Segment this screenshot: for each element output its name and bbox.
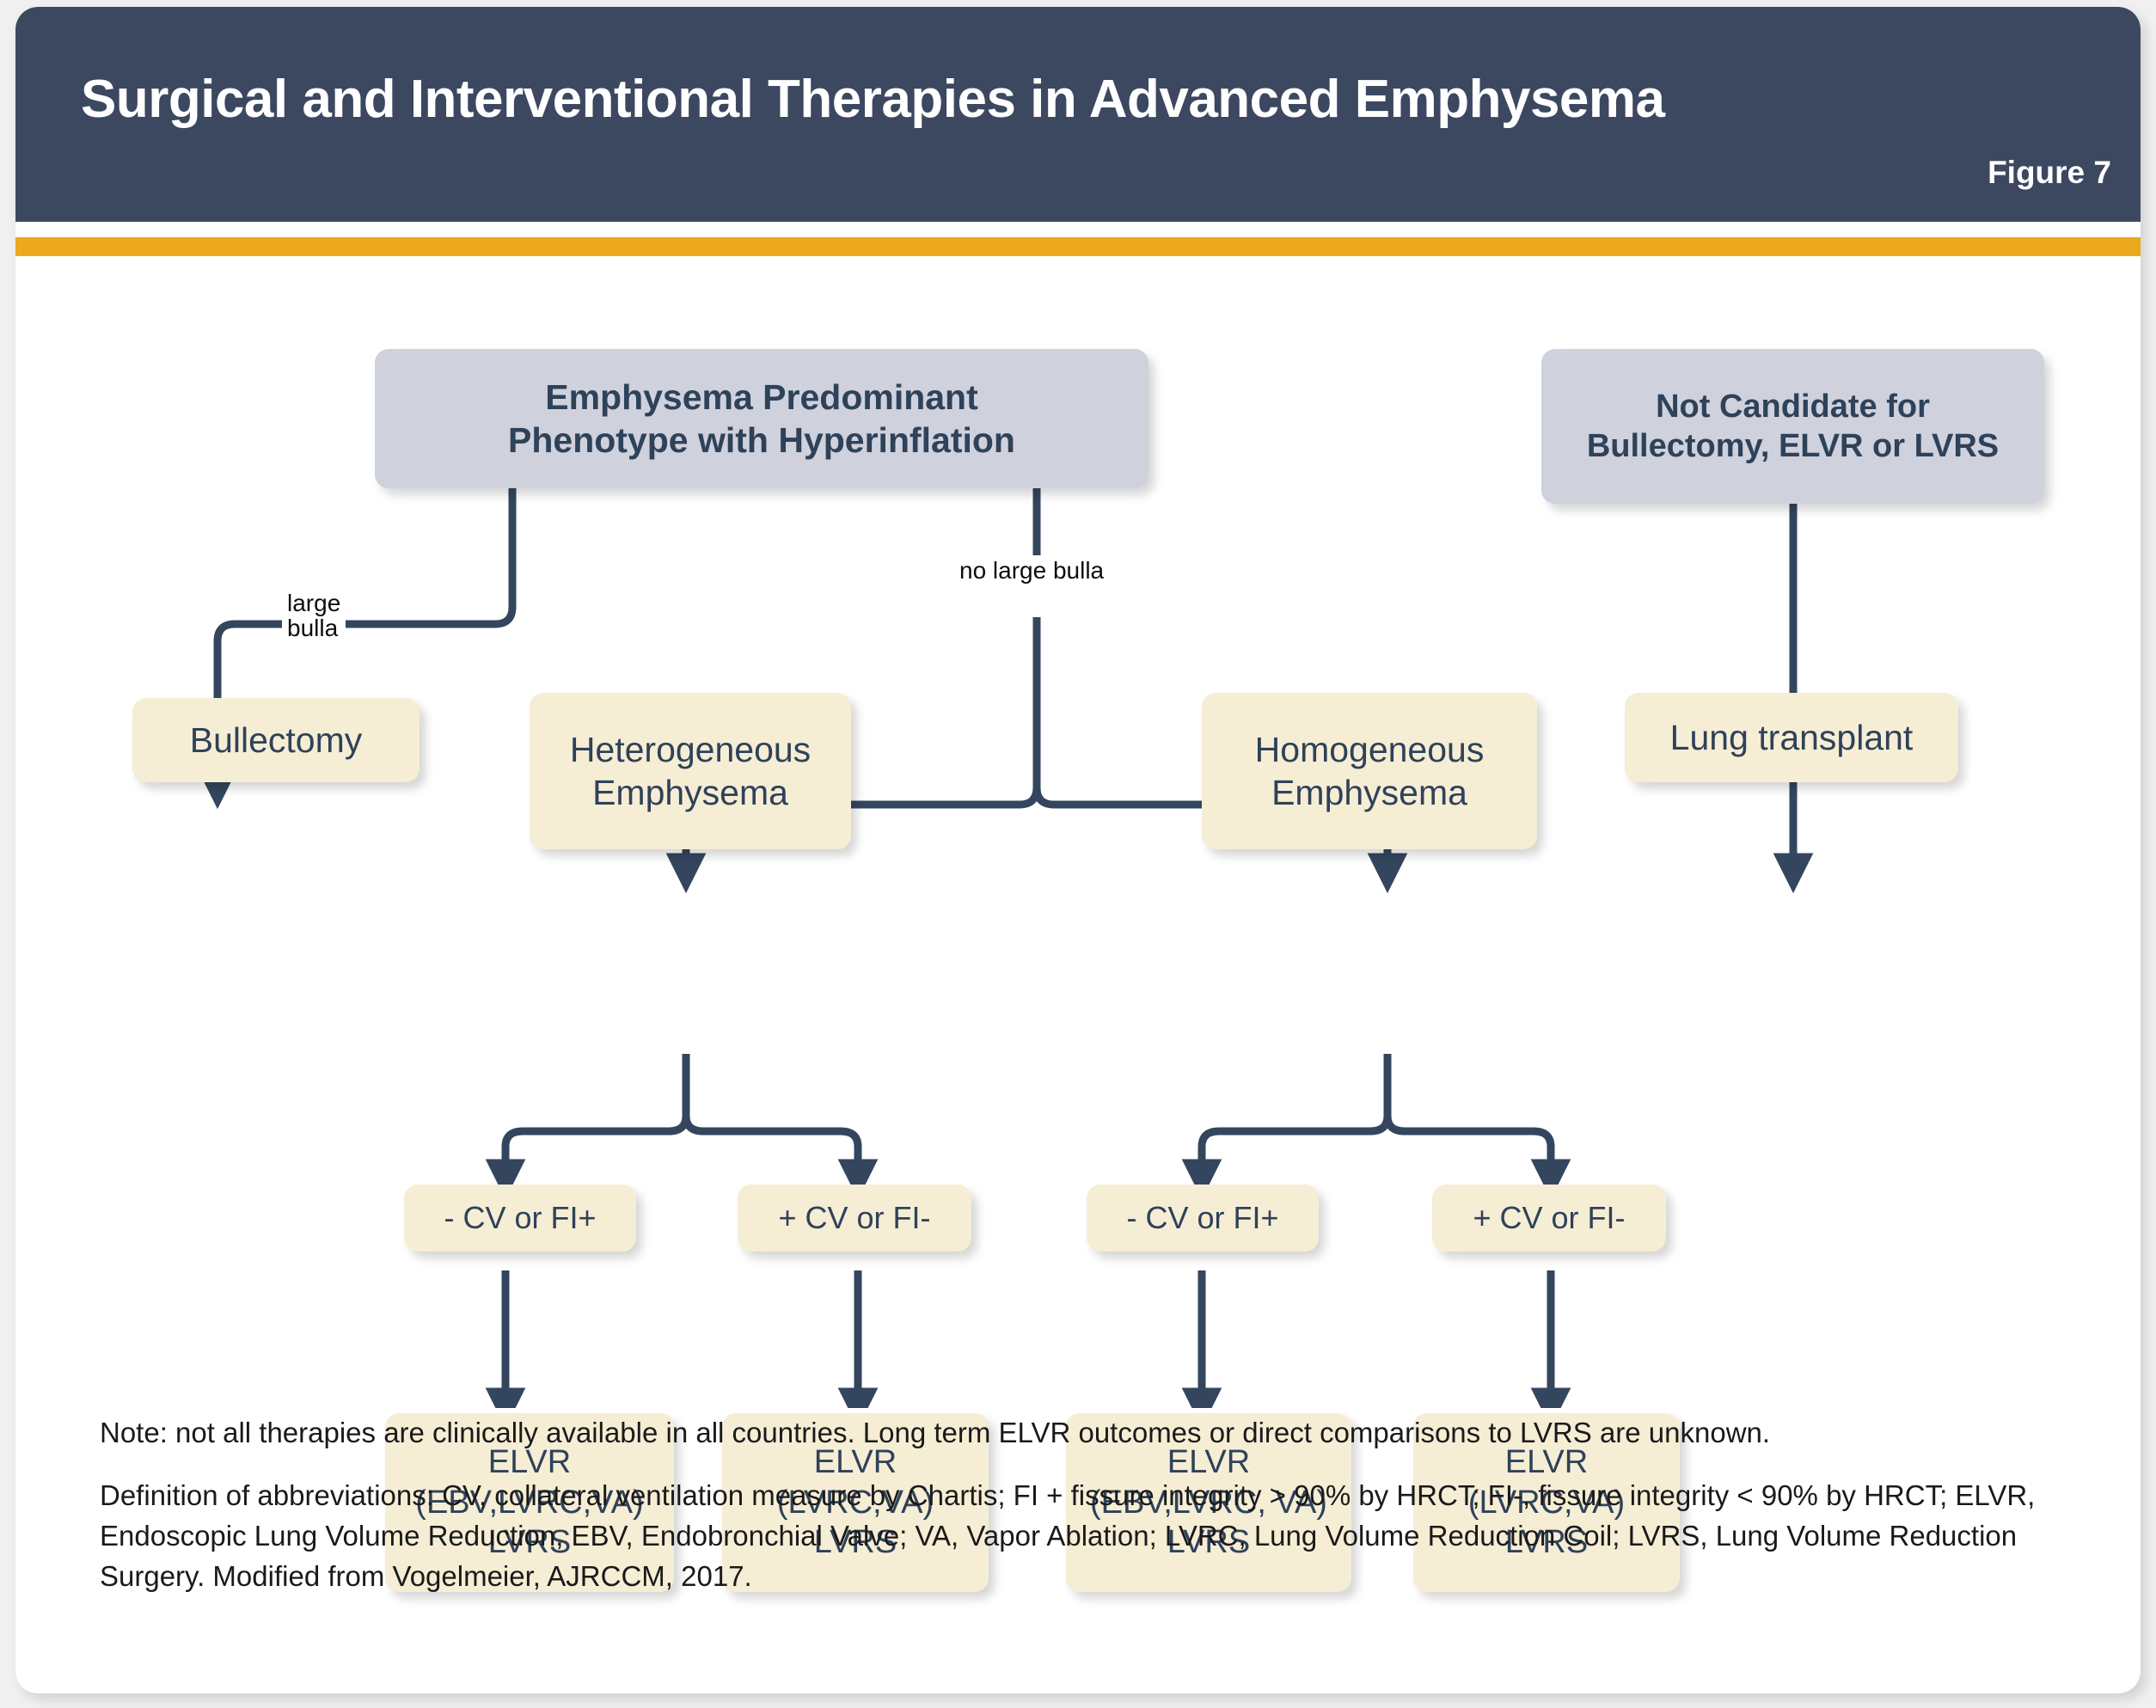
flowchart-diagram: Emphysema Predominant Phenotype with Hyp… <box>15 256 2141 1592</box>
edge-het-to-poscv <box>682 1054 879 1200</box>
accent-divider <box>15 237 2141 256</box>
node-label: ELVR (EBV,LVRC, VA) LVRS <box>1090 1444 1327 1561</box>
edge-hom-to-poscv <box>1383 1054 1571 1200</box>
node-label: ELVR (EBV,LVRC,VA) LVRS <box>415 1444 644 1561</box>
node-label: Bullectomy <box>189 719 363 760</box>
node-lung-transplant[interactable]: Lung transplant <box>1625 693 1958 782</box>
node-label: Not Candidate for Bullectomy, ELVR or LV… <box>1586 388 2000 464</box>
node-elvr-hom-negative[interactable]: ELVR (EBV,LVRC, VA) LVRS <box>1066 1413 1351 1592</box>
edge-label-no-large-bulla: no large bulla <box>954 558 1110 584</box>
node-bullectomy[interactable]: Bullectomy <box>132 698 420 782</box>
edge-phenotype-to-bullectomy <box>197 488 517 810</box>
figure-header-bar: Surgical and Interventional Therapies in… <box>15 7 2141 222</box>
node-hom-negative-cv[interactable]: - CV or FI+ <box>1087 1185 1319 1252</box>
node-elvr-het-positive[interactable]: ELVR (LVRC,VA) LVRS <box>722 1413 989 1592</box>
node-not-candidate[interactable]: Not Candidate for Bullectomy, ELVR or LV… <box>1541 349 2044 504</box>
node-label: + CV or FI- <box>1473 1200 1626 1236</box>
edge-het-to-negcv <box>485 1054 690 1200</box>
node-het-positive-cv[interactable]: + CV or FI- <box>738 1185 971 1252</box>
node-label: Lung transplant <box>1669 717 1914 757</box>
node-emphysema-phenotype[interactable]: Emphysema Predominant Phenotype with Hyp… <box>375 349 1148 488</box>
footnote-abbreviations: Definition of abbreviations: CV, collate… <box>100 1478 2036 1592</box>
node-label: Emphysema Predominant Phenotype with Hyp… <box>508 376 1015 460</box>
node-label: Heterogeneous Emphysema <box>569 729 812 812</box>
footnote-note: Note: not all therapies are clinically a… <box>100 1417 1771 1448</box>
node-label: Homogeneous Emphysema <box>1254 729 1485 812</box>
node-homogeneous-emphysema[interactable]: Homogeneous Emphysema <box>1202 693 1537 849</box>
page-title: Surgical and Interventional Therapies in… <box>81 70 1665 129</box>
node-label: + CV or FI- <box>778 1200 931 1236</box>
figure-panel: Surgical and Interventional Therapies in… <box>15 7 2141 1693</box>
node-label: ELVR (LVRC,VA) LVRS <box>1467 1444 1626 1561</box>
edge-label-large-bulla: large bulla <box>282 591 346 641</box>
node-elvr-het-negative[interactable]: ELVR (EBV,LVRC,VA) LVRS <box>385 1413 674 1592</box>
node-heterogeneous-emphysema[interactable]: Heterogeneous Emphysema <box>530 693 851 849</box>
node-hom-positive-cv[interactable]: + CV or FI- <box>1432 1185 1666 1252</box>
node-label: - CV or FI+ <box>1126 1200 1279 1236</box>
node-label: ELVR (LVRC,VA) LVRS <box>776 1444 934 1561</box>
node-het-negative-cv[interactable]: - CV or FI+ <box>404 1185 636 1252</box>
node-label: - CV or FI+ <box>444 1200 597 1236</box>
footnotes-block: Note: not all therapies are clinically a… <box>100 1413 2068 1596</box>
edge-hom-to-negcv <box>1181 1054 1392 1200</box>
node-elvr-hom-positive[interactable]: ELVR (LVRC,VA) LVRS <box>1413 1413 1680 1592</box>
figure-number-label: Figure 7 <box>1988 155 2111 190</box>
